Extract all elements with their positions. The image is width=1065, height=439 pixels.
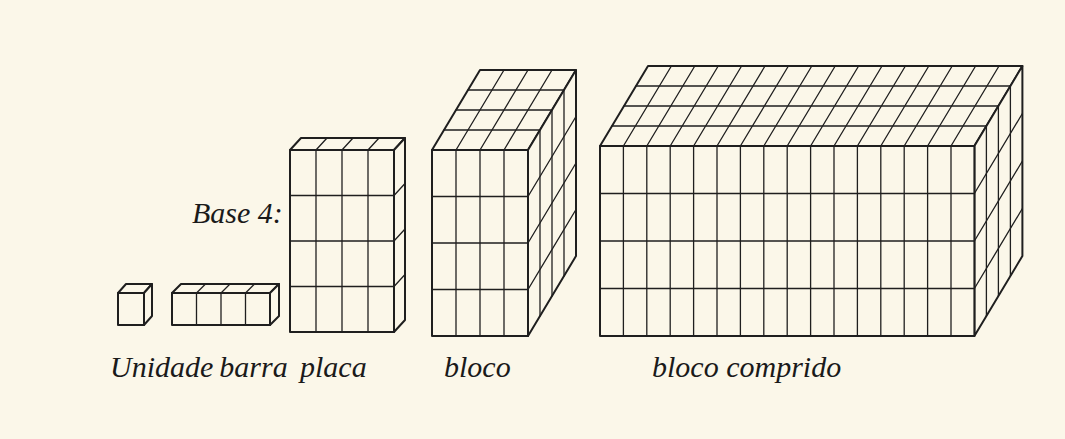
unit-cube [118, 284, 152, 325]
long-block [600, 66, 1022, 336]
block-label: bloco [444, 352, 511, 382]
base-heading: Base 4: [192, 198, 283, 228]
flat-plate [290, 138, 405, 332]
bar-rod [172, 284, 279, 325]
bar-label: barra [219, 352, 287, 382]
unit-label: Unidade [110, 352, 213, 382]
plate-label: placa [300, 352, 367, 382]
long-block-label: bloco comprido [652, 352, 841, 382]
cube-block [432, 70, 576, 336]
